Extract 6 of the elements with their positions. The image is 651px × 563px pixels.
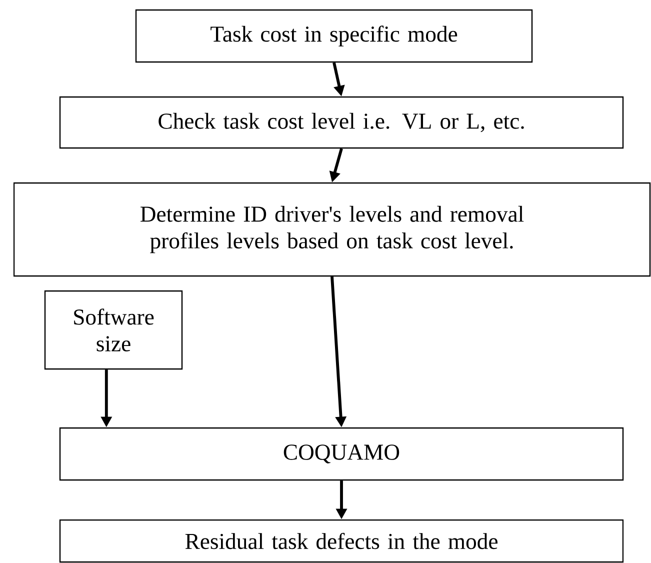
process-box: Software size [44,290,183,370]
process-box: Residual task defects in the mode [59,519,624,563]
process-box: Task cost in specific mode [135,9,533,63]
process-box: COQUAMO [59,427,624,481]
process-box: Determine ID driver's levels and removal profiles levels based on task cost level. [13,182,651,277]
process-box: Check task cost level i.e. VL or L, etc. [59,96,624,149]
